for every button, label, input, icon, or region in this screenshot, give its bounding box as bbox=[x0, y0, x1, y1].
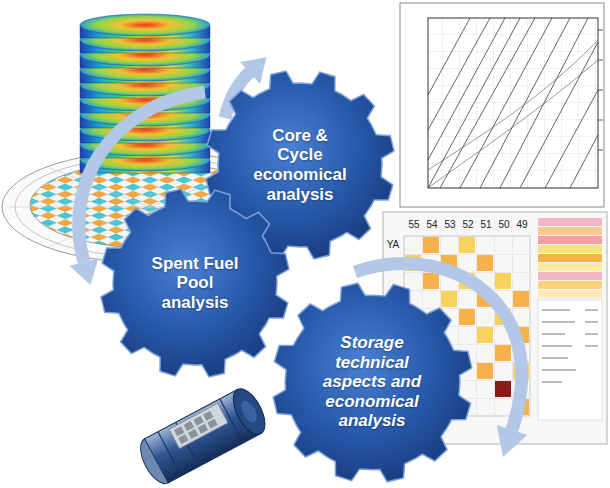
loading-map-table bbox=[495, 273, 511, 289]
cycle-arrow-heads bbox=[240, 57, 267, 84]
storage-cask bbox=[193, 416, 203, 426]
gear-text: Storage technical aspects and economical… bbox=[320, 333, 424, 431]
storage-cask bbox=[178, 434, 188, 444]
storage-cask bbox=[203, 411, 213, 421]
loading-map-table bbox=[538, 218, 602, 226]
gear-outline bbox=[273, 283, 472, 482]
loading-map-table bbox=[459, 237, 475, 253]
storage-cask bbox=[145, 389, 261, 482]
loading-map-table bbox=[477, 255, 493, 271]
loading-map-table bbox=[477, 363, 493, 379]
storage-cask bbox=[227, 384, 272, 439]
storage-cask bbox=[198, 424, 208, 434]
loading-map-table bbox=[538, 281, 602, 289]
storage-cask bbox=[188, 429, 198, 439]
gear-text: Spent Fuel Pool analysis bbox=[145, 254, 245, 313]
loading-map-table bbox=[441, 291, 457, 307]
storage-cask bbox=[134, 384, 271, 488]
gear-label: Storage technical aspects and economical… bbox=[320, 333, 424, 431]
loading-map-table bbox=[542, 310, 598, 382]
gear-node: Spent Fuel Pool analysis bbox=[98, 186, 292, 380]
loading-map-table bbox=[513, 291, 529, 307]
gear-label: Core & Cycle economical analysis bbox=[250, 126, 350, 204]
loading-map-table bbox=[495, 381, 511, 397]
loading-map-table bbox=[459, 309, 475, 325]
gear-text: Core & Cycle economical analysis bbox=[250, 126, 350, 204]
grid-axis-label: 49 bbox=[516, 219, 527, 231]
burnup-chart bbox=[428, 18, 598, 188]
loading-map-table bbox=[423, 237, 439, 253]
loading-map-table bbox=[423, 273, 439, 289]
grid-axis-label: 51 bbox=[480, 219, 491, 231]
storage-cask bbox=[169, 403, 228, 448]
cycle-arrow-heads bbox=[497, 425, 527, 457]
grid-axis-label: 55 bbox=[408, 219, 419, 231]
cycle-arrow-heads bbox=[70, 258, 99, 285]
storage-cask bbox=[184, 421, 194, 431]
loading-map-table bbox=[538, 263, 602, 271]
storage-cask bbox=[207, 419, 217, 429]
burnup-chart bbox=[400, 3, 604, 207]
gear-label: Spent Fuel Pool analysis bbox=[145, 254, 245, 313]
gear-outline bbox=[101, 189, 289, 377]
loading-map-table bbox=[538, 290, 602, 298]
gear-node: Storage technical aspects and economical… bbox=[270, 280, 475, 485]
loading-map-table bbox=[495, 345, 511, 361]
storage-cask bbox=[174, 426, 184, 436]
grid-axis-label: 50 bbox=[498, 219, 509, 231]
storage-cask bbox=[238, 398, 260, 425]
loading-map-table bbox=[538, 236, 602, 244]
storage-cask bbox=[158, 399, 243, 476]
loading-map-table bbox=[538, 300, 602, 420]
grid-axis-label: 53 bbox=[444, 219, 455, 231]
burnup-chart bbox=[400, 3, 604, 207]
grid-axis-label: YA bbox=[387, 239, 400, 251]
loading-map-table bbox=[538, 272, 602, 280]
burnup-chart bbox=[428, 18, 598, 188]
reactor-core-model bbox=[80, 14, 210, 38]
burnup-chart bbox=[428, 40, 598, 188]
grid-axis-label: 54 bbox=[426, 219, 437, 231]
burnup-chart bbox=[598, 30, 603, 150]
loading-map-table bbox=[538, 227, 602, 235]
loading-map-table bbox=[477, 327, 493, 343]
loading-map-table bbox=[538, 245, 602, 253]
grid-axis-label: 52 bbox=[462, 219, 473, 231]
loading-map-table bbox=[538, 254, 602, 262]
